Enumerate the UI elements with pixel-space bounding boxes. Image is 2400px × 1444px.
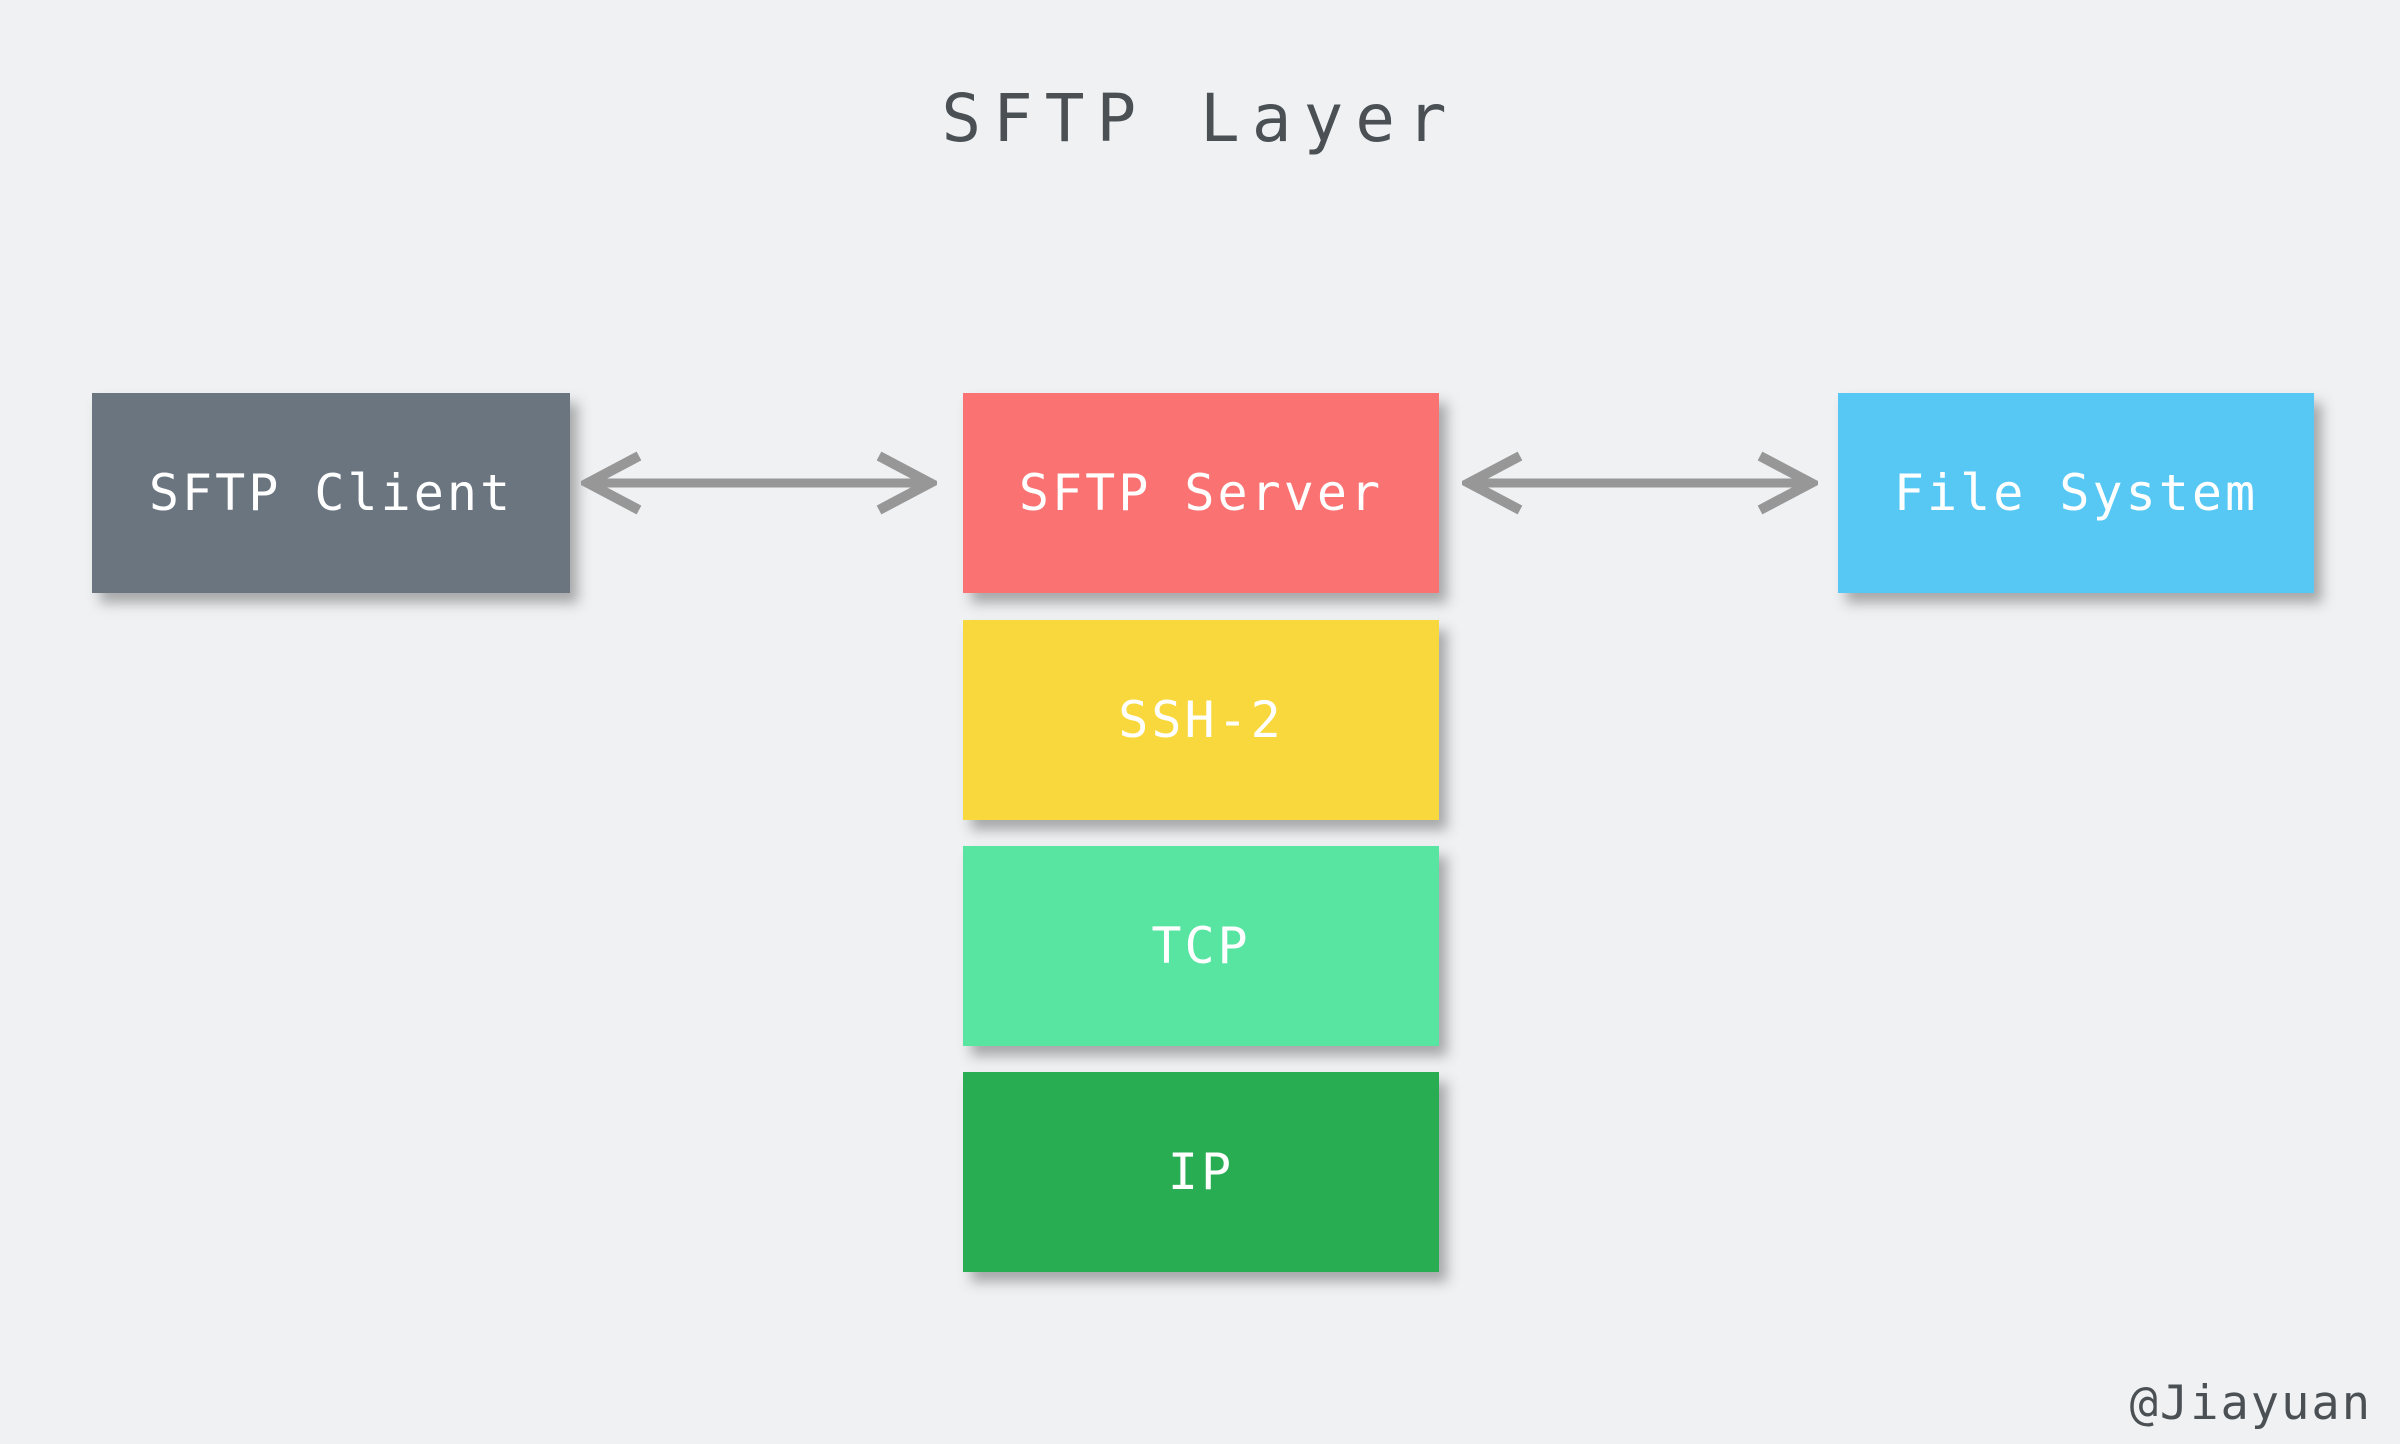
node-sftp-server: SFTP Server — [963, 393, 1439, 593]
double-arrow-icon — [1462, 451, 1818, 515]
node-ssh2-label: SSH-2 — [1118, 691, 1284, 749]
node-sftp-client: SFTP Client — [92, 393, 570, 593]
arrow-server-filesystem — [1462, 431, 1818, 535]
node-file-system-label: File System — [1893, 464, 2259, 522]
node-tcp-label: TCP — [1151, 917, 1251, 975]
watermark: @Jiayuan — [2129, 1376, 2372, 1431]
node-sftp-server-label: SFTP Server — [1018, 464, 1384, 522]
node-file-system: File System — [1838, 393, 2314, 593]
node-ssh2: SSH-2 — [963, 620, 1439, 820]
arrow-client-server — [581, 431, 937, 535]
diagram-title: SFTP Layer — [941, 80, 1459, 157]
double-arrow-icon — [581, 451, 937, 515]
node-tcp: TCP — [963, 846, 1439, 1046]
node-ip-label: IP — [1167, 1143, 1235, 1201]
node-ip: IP — [963, 1072, 1439, 1272]
node-sftp-client-label: SFTP Client — [148, 464, 514, 522]
